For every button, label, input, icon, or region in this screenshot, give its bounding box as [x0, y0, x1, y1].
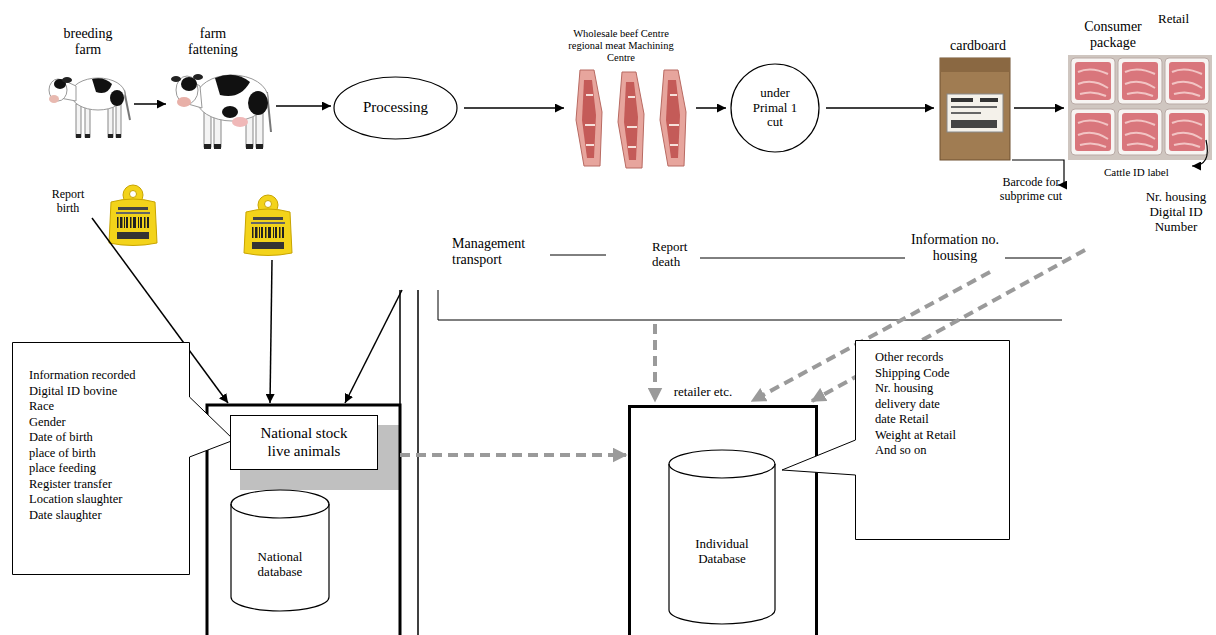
- label-holder: Report death: [652, 240, 704, 270]
- node-caption: cardboard: [938, 38, 1018, 54]
- consumer-package-picture: Consumer package: [1068, 55, 1212, 160]
- carcass-picture: [576, 70, 686, 168]
- node-caption: Wholesale beef Centre regional meat Mach…: [565, 28, 677, 64]
- note-label: Information no. housing: [905, 232, 1005, 264]
- fattening-farm-picture: farm fattening: [172, 62, 272, 150]
- callout-line: Date slaughter: [29, 508, 180, 524]
- callout-line: Shipping Code: [875, 366, 1002, 382]
- label-holder: Report birth: [42, 188, 94, 216]
- record-callout: Other recordsShipping CodeNr. housingdel…: [855, 340, 1010, 540]
- caption-holder: farm fattening: [177, 26, 249, 58]
- callout-line: Gender: [29, 415, 180, 431]
- caption-holder: Wholesale beef Centre regional meat Mach…: [565, 28, 677, 64]
- rule-line: [550, 255, 606, 256]
- flow-arrow: [276, 105, 331, 107]
- note-label: Report death: [652, 240, 704, 270]
- callout-line: Register transfer: [29, 477, 180, 493]
- node-caption: breeding farm: [52, 26, 124, 58]
- text-holder: Individual Database: [680, 537, 764, 567]
- text-holder: under Primal 1 cut: [747, 86, 803, 131]
- dashed-arrow: [812, 250, 1085, 401]
- callout-line: Date of birth: [29, 430, 180, 446]
- flow-arrow: [1014, 107, 1064, 109]
- cut-circle: under Primal 1 cut: [730, 63, 820, 153]
- caption-holder: cardboard: [938, 38, 1018, 54]
- flow-arrow: [464, 107, 564, 109]
- calf-picture: [49, 77, 130, 138]
- cow-picture: [171, 74, 271, 149]
- callout-line: Nr. housing: [875, 381, 1002, 397]
- label-holder: Nr. housing Digital ID Number: [1140, 190, 1212, 235]
- note-label: Report birth: [42, 188, 94, 216]
- text-holder: National database: [240, 550, 320, 580]
- node-caption: Consumer package: [1073, 19, 1153, 51]
- label-holder: Information no. housing: [905, 232, 1005, 264]
- divider-line: [417, 290, 419, 635]
- report-arrow: [345, 290, 402, 403]
- ear-tag: [244, 195, 292, 256]
- section-label: Retail: [1158, 12, 1210, 27]
- callout-line: And so on: [875, 443, 1002, 459]
- flow-arrow: [696, 107, 726, 109]
- node-text: National database: [240, 550, 320, 580]
- breeding-farm-picture: breeding farm: [48, 62, 128, 140]
- callout-line: Other records: [875, 350, 1002, 366]
- text-holder: Processing: [363, 99, 428, 116]
- callout-line: delivery date: [875, 397, 1002, 413]
- label-holder: Cattle ID label: [1104, 166, 1190, 179]
- note-label: Nr. housing Digital ID Number: [1140, 190, 1212, 235]
- data-transfer-arrow: [400, 453, 626, 457]
- callout-line: Weight at Retail: [875, 428, 1002, 444]
- note-label: Barcode for subprime cut: [995, 176, 1067, 204]
- note-label: Management transport: [452, 236, 547, 268]
- callout-line: Location slaughter: [29, 492, 180, 508]
- callout-line: Race: [29, 399, 180, 415]
- caption-holder: retailer etc.: [648, 385, 758, 400]
- callout-line: place of birth: [29, 446, 180, 462]
- callout-line: Digital ID bovine: [29, 384, 180, 400]
- text-holder: National stock live animals: [252, 425, 356, 460]
- cardboard-picture: [940, 58, 1010, 160]
- callout-line: date Retail: [875, 412, 1002, 428]
- cardboard-picture: cardboard: [940, 58, 1010, 160]
- node-text: under Primal 1 cut: [747, 86, 803, 131]
- process-ellipse: Processing: [333, 76, 458, 140]
- national-frame: [207, 405, 400, 635]
- note-label: Cattle ID label: [1104, 166, 1190, 179]
- dashed-arrow: [653, 324, 657, 401]
- flow-arrow: [826, 107, 934, 109]
- consumer-package-picture: [1068, 55, 1212, 160]
- callout-line: Information recorded: [29, 368, 180, 384]
- flow-arrow: [134, 103, 166, 105]
- database-cylinder: National database: [230, 490, 330, 612]
- label-holder: Management transport: [452, 236, 547, 268]
- node-text: National stock live animals: [252, 425, 356, 460]
- database-cylinder: Individual Database: [668, 450, 776, 625]
- caption-holder: Consumer package: [1073, 19, 1153, 51]
- stock-box: National stock live animals: [230, 415, 378, 470]
- record-callout: Information recordedDigital ID bovineRac…: [12, 342, 190, 575]
- node-caption: retailer etc.: [648, 385, 758, 400]
- carcass-picture: Wholesale beef Centre regional meat Mach…: [572, 68, 690, 168]
- report-arrow: [270, 260, 272, 403]
- callout-line: place feeding: [29, 461, 180, 477]
- label-holder: Barcode for subprime cut: [995, 176, 1067, 204]
- node-text: Processing: [363, 99, 428, 116]
- node-text: Individual Database: [680, 537, 764, 567]
- retailer-box: retailer etc.Individual Database: [628, 405, 818, 635]
- divider-line: [399, 290, 401, 405]
- caption-holder: breeding farm: [52, 26, 124, 58]
- ear-tag: [109, 185, 157, 246]
- label-holder: Retail: [1158, 12, 1210, 27]
- leader-arrow: [1192, 140, 1207, 166]
- rule-line: [700, 258, 1062, 259]
- node-caption: farm fattening: [177, 26, 249, 58]
